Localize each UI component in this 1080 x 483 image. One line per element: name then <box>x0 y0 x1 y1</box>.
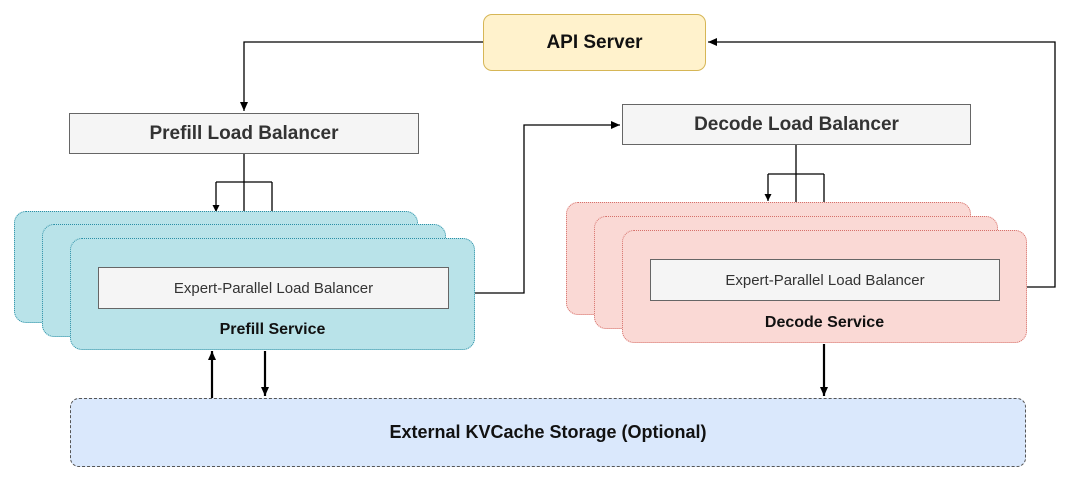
arrow-prefill-to-decode-lb <box>475 121 620 294</box>
arrow-api-to-prefill-lb <box>240 41 483 111</box>
api-server-label: API Server <box>546 31 643 53</box>
decode-service-card-front[interactable]: Expert-Parallel Load Balancer Decode Ser… <box>622 230 1027 343</box>
external-kvcache-storage-node[interactable]: External KVCache Storage (Optional) <box>70 398 1026 467</box>
decode-load-balancer-label: Decode Load Balancer <box>694 113 899 135</box>
api-server-node[interactable]: API Server <box>483 14 706 71</box>
decode-load-balancer-node[interactable]: Decode Load Balancer <box>622 104 971 145</box>
prefill-service-card-front[interactable]: Expert-Parallel Load Balancer Prefill Se… <box>70 238 475 350</box>
decode-ep-lb-label: Expert-Parallel Load Balancer <box>725 271 925 289</box>
prefill-load-balancer-label: Prefill Load Balancer <box>149 122 339 144</box>
decode-expert-parallel-load-balancer[interactable]: Expert-Parallel Load Balancer <box>650 259 1000 301</box>
prefill-load-balancer-node[interactable]: Prefill Load Balancer <box>69 113 419 154</box>
external-kvcache-storage-label: External KVCache Storage (Optional) <box>389 422 707 442</box>
prefill-service-label: Prefill Service <box>219 321 326 338</box>
decode-service-label: Decode Service <box>764 314 885 331</box>
prefill-ep-lb-label: Expert-Parallel Load Balancer <box>173 279 374 297</box>
arrow-decode-to-api <box>708 38 1056 288</box>
prefill-expert-parallel-load-balancer[interactable]: Expert-Parallel Load Balancer <box>98 267 449 309</box>
